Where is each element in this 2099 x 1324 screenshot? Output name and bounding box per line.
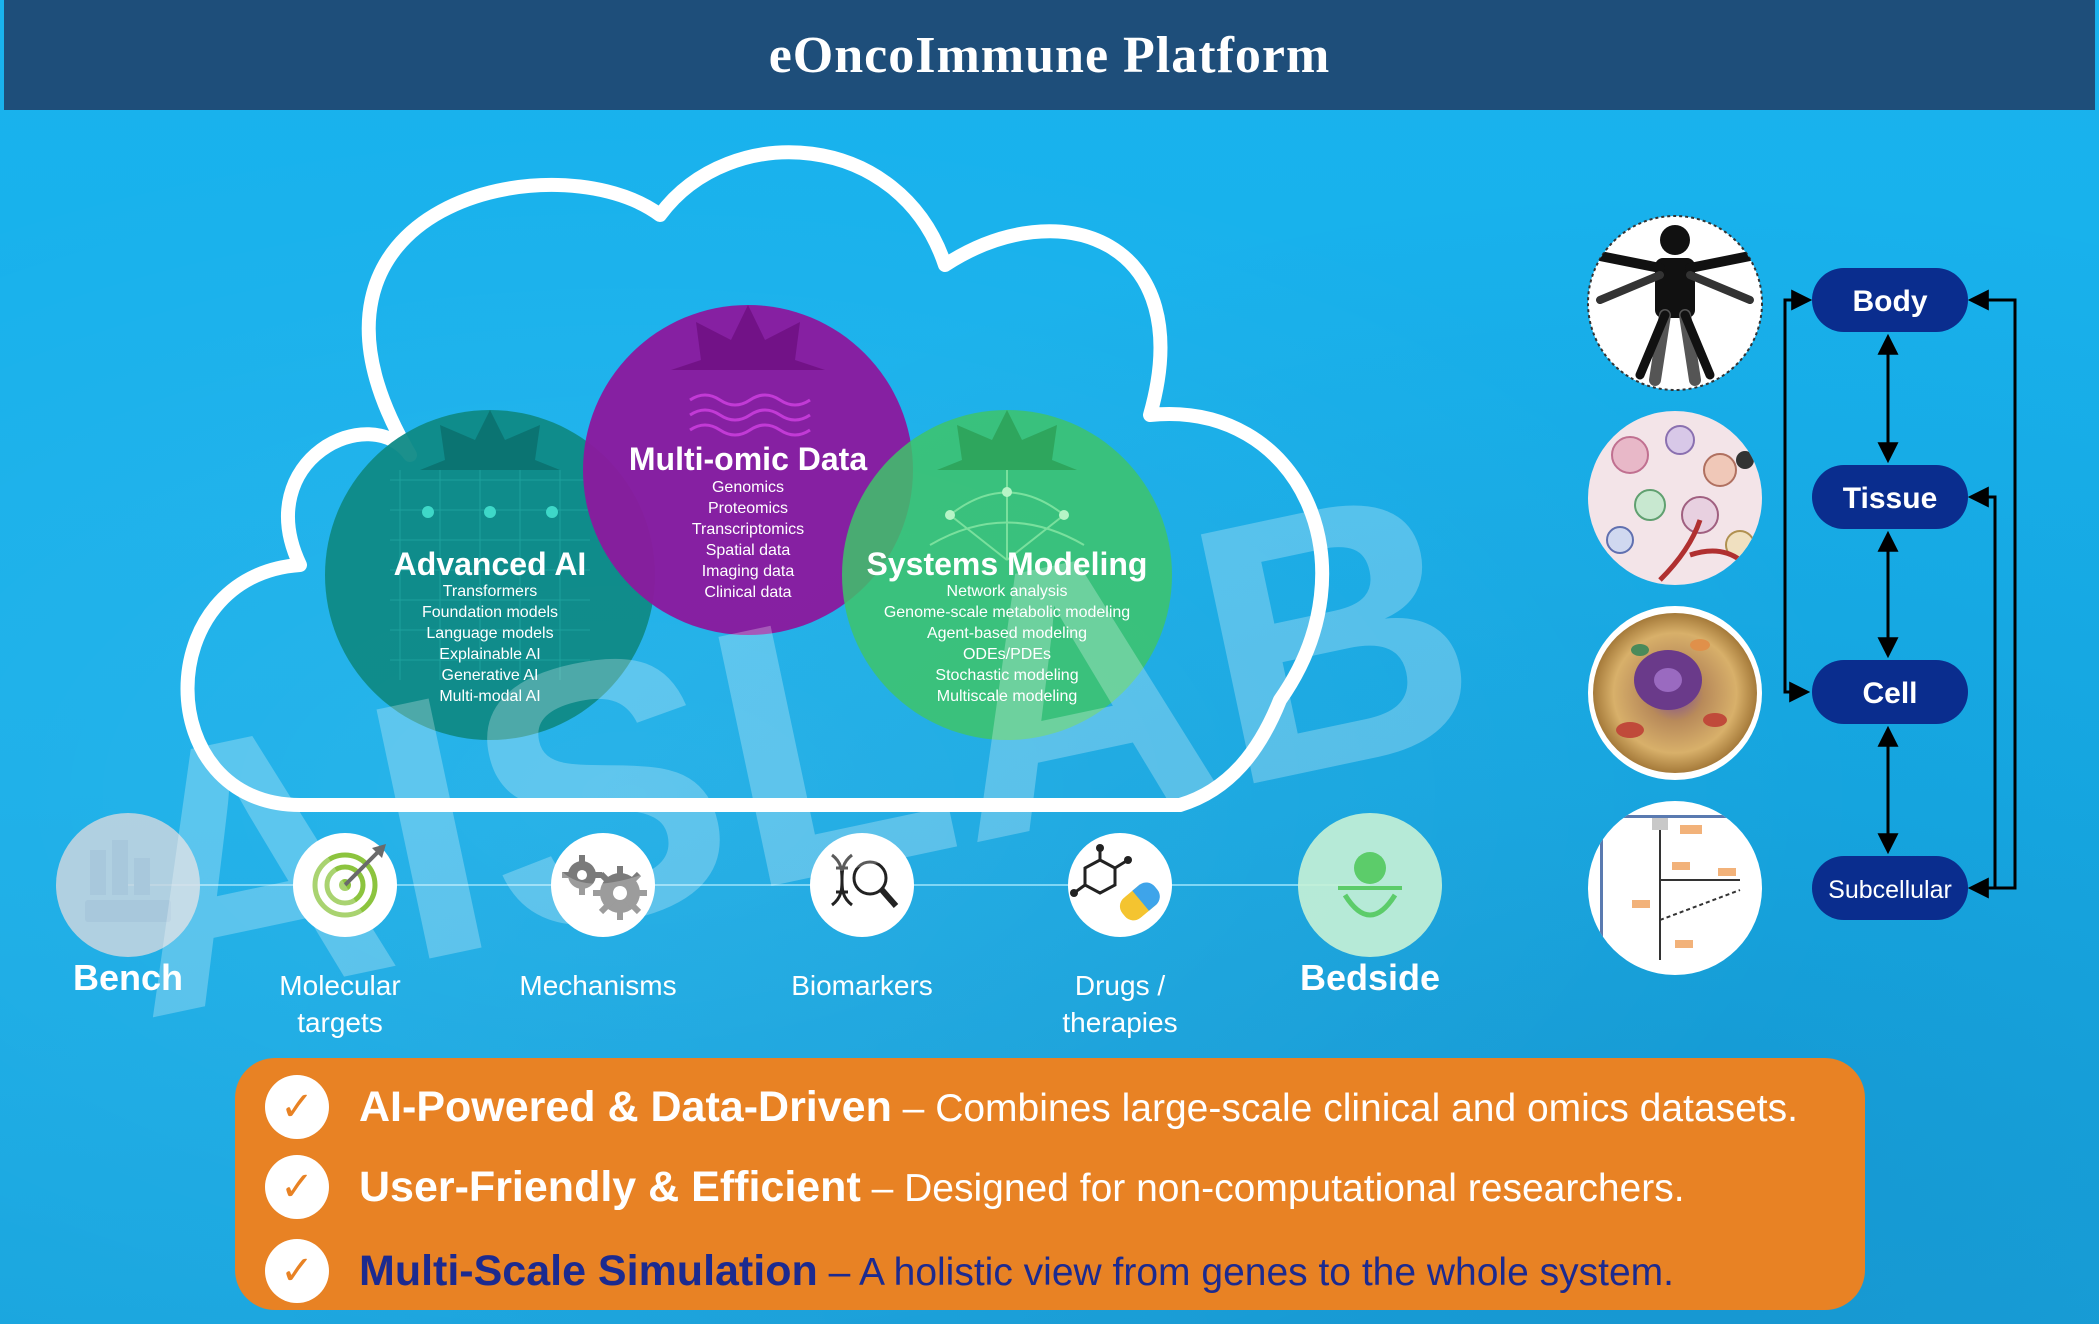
header-bar: eOncoImmune Platform <box>4 0 2095 110</box>
tissue-scale-image <box>1588 411 1762 585</box>
step-label: therapies <box>1062 1007 1177 1038</box>
systems-item: Agent-based modeling <box>927 625 1087 642</box>
step-label: Mechanisms <box>519 970 676 1001</box>
scale-cell-pill: Cell <box>1812 660 1968 724</box>
benefits-panel: ✓ AI-Powered & Data-Driven – Combines la… <box>235 1058 1865 1310</box>
scale-cell-label: Cell <box>1862 677 1917 710</box>
scale-tissue-label: Tissue <box>1843 482 1938 515</box>
human-figure-icon <box>1590 225 1760 386</box>
benefit-text: User-Friendly & Efficient – Designed for… <box>359 1163 1685 1212</box>
ai-title: Advanced AI <box>394 546 587 582</box>
systems-modeling-circle: Systems Modeling Network analysis Genome… <box>842 410 1172 740</box>
timeline-step-biomarkers: Biomarkers <box>791 833 933 1001</box>
omics-item: Proteomics <box>708 500 788 517</box>
scale-tissue-pill: Tissue <box>1812 465 1968 529</box>
ai-item: Language models <box>426 625 553 642</box>
scale-arrows <box>1783 289 2017 899</box>
bench-node: Bench <box>56 813 200 998</box>
timeline-step-mechanisms: Mechanisms <box>519 833 677 1001</box>
benefit-rest: – A holistic view from genes to the whol… <box>817 1250 1674 1294</box>
systems-title: Systems Modeling <box>867 546 1148 582</box>
benefit-strong: Multi-Scale Simulation <box>359 1246 818 1295</box>
waves-icon <box>689 393 811 437</box>
scale-body-pill: Body <box>1812 268 1968 332</box>
omics-item: Transcriptomics <box>692 521 804 538</box>
systems-item: Multiscale modeling <box>937 688 1078 705</box>
scale-subcellular-label: Subcellular <box>1828 876 1952 904</box>
benefit-rest: – Designed for non-computational researc… <box>860 1166 1685 1210</box>
multi-omic-circle: Multi-omic Data Genomics Proteomics Tran… <box>583 305 913 635</box>
benefit-row: ✓ AI-Powered & Data-Driven – Combines la… <box>265 1072 1798 1142</box>
systems-item: Genome-scale metabolic modeling <box>884 604 1130 621</box>
bedside-label: Bedside <box>1300 957 1440 998</box>
benefit-row: ✓ Multi-Scale Simulation – A holistic vi… <box>265 1236 1674 1306</box>
timeline-step-drugs: Drugs / therapies <box>1062 833 1178 1038</box>
checkmark-icon: ✓ <box>265 1155 329 1219</box>
systems-item: ODEs/PDEs <box>963 646 1051 663</box>
benefit-strong: AI-Powered & Data-Driven <box>359 1082 892 1131</box>
subcellular-scale-image <box>1588 801 1762 975</box>
benefit-text: AI-Powered & Data-Driven – Combines larg… <box>359 1083 1798 1132</box>
step-label: Molecular <box>279 970 400 1001</box>
omics-item: Genomics <box>712 479 784 496</box>
systems-item: Network analysis <box>947 583 1068 600</box>
molecule-pill-icon <box>1070 844 1160 921</box>
pathway-diagram-icon <box>1600 815 1750 965</box>
target-icon <box>312 844 386 918</box>
ai-item: Transformers <box>443 583 538 600</box>
ai-item: Generative AI <box>442 667 539 684</box>
timeline-step-molecular-targets: Molecular targets <box>279 833 401 1038</box>
bedside-node: Bedside <box>1298 813 1442 998</box>
gears-icon <box>562 855 647 920</box>
cell-icon <box>1593 613 1757 773</box>
page-title: eOncoImmune Platform <box>768 26 1331 84</box>
ai-item: Explainable AI <box>439 646 540 663</box>
tissue-cells-icon <box>1606 425 1755 582</box>
benefit-row: ✓ User-Friendly & Efficient – Designed f… <box>265 1152 1685 1222</box>
omics-item: Spatial data <box>706 542 791 559</box>
omics-item: Clinical data <box>704 584 791 601</box>
cell-scale-image <box>1588 606 1762 780</box>
benefit-strong: User-Friendly & Efficient <box>359 1162 861 1211</box>
checkmark-icon: ✓ <box>265 1075 329 1139</box>
body-scale-image <box>1587 215 1763 391</box>
systems-item: Stochastic modeling <box>935 667 1078 684</box>
scale-body-label: Body <box>1853 285 1928 318</box>
step-label: targets <box>297 1007 383 1038</box>
scale-subcellular-pill: Subcellular <box>1812 856 1968 920</box>
advanced-ai-circle: Advanced AI Transformers Foundation mode… <box>325 410 655 740</box>
cloud-outline <box>180 145 1330 812</box>
ai-item: Multi-modal AI <box>439 688 540 705</box>
checkmark-icon: ✓ <box>265 1239 329 1303</box>
benefit-text: Multi-Scale Simulation – A holistic view… <box>359 1247 1674 1296</box>
lab-bench-icon <box>85 840 171 922</box>
bench-label: Bench <box>73 957 183 998</box>
dna-magnifier-icon <box>831 853 899 908</box>
step-label: Biomarkers <box>791 970 933 1001</box>
ai-item: Foundation models <box>422 604 558 621</box>
step-label: Drugs / <box>1075 970 1165 1001</box>
patient-icon <box>1338 852 1402 918</box>
omics-item: Imaging data <box>702 563 795 580</box>
benefit-rest: – Combines large-scale clinical and omic… <box>891 1086 1798 1130</box>
omics-title: Multi-omic Data <box>629 441 867 477</box>
